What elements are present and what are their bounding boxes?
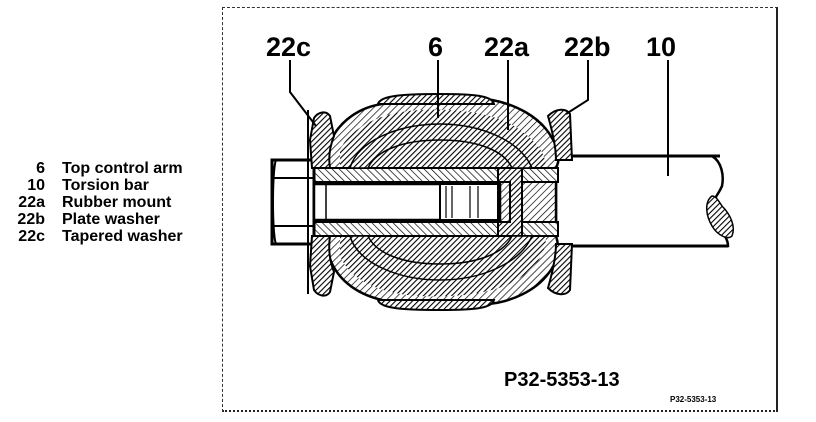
callout-6: 6 (428, 32, 443, 62)
parts-legend: 6 Top control arm 10 Torsion bar 22a Rub… (0, 160, 222, 245)
legend-number: 22a (18, 194, 45, 211)
legend-label: Top control arm (62, 160, 183, 177)
legend-row-plate-washer: 22b Plate washer (0, 211, 222, 228)
legend-number: 22c (18, 228, 45, 245)
legend-row-top-control-arm: 6 Top control arm (0, 160, 222, 177)
figure-code: P32-5353-13 (504, 369, 620, 391)
legend-label: Rubber mount (62, 194, 172, 211)
legend-number: 22b (17, 211, 45, 228)
legend-row-rubber-mount: 22a Rubber mount (0, 194, 222, 211)
callout-22b: 22b (564, 32, 611, 62)
legend-label: Plate washer (62, 211, 160, 228)
legend-row-tapered-washer: 22c Tapered washer (0, 228, 222, 245)
plate-washer (546, 108, 574, 296)
inner-sleeve (311, 167, 559, 237)
legend-label: Torsion bar (62, 177, 149, 194)
legend-number: 6 (36, 160, 45, 177)
legend-number: 10 (27, 177, 45, 194)
torsion-bar (554, 154, 734, 248)
legend-label: Tapered washer (62, 228, 183, 245)
figure-frame (222, 7, 778, 412)
tapered-washer (307, 110, 336, 297)
leader-22b (565, 60, 589, 115)
leader-22c (289, 60, 317, 127)
figure-code-small: P32-5353-13 (670, 395, 717, 404)
leader-lines (289, 60, 669, 176)
top-control-arm (349, 123, 534, 281)
callout-10: 10 (646, 32, 676, 62)
legend-row-torsion-bar: 10 Torsion bar (0, 177, 222, 194)
callout-22a: 22a (484, 32, 530, 62)
callout-22c: 22c (266, 32, 311, 62)
